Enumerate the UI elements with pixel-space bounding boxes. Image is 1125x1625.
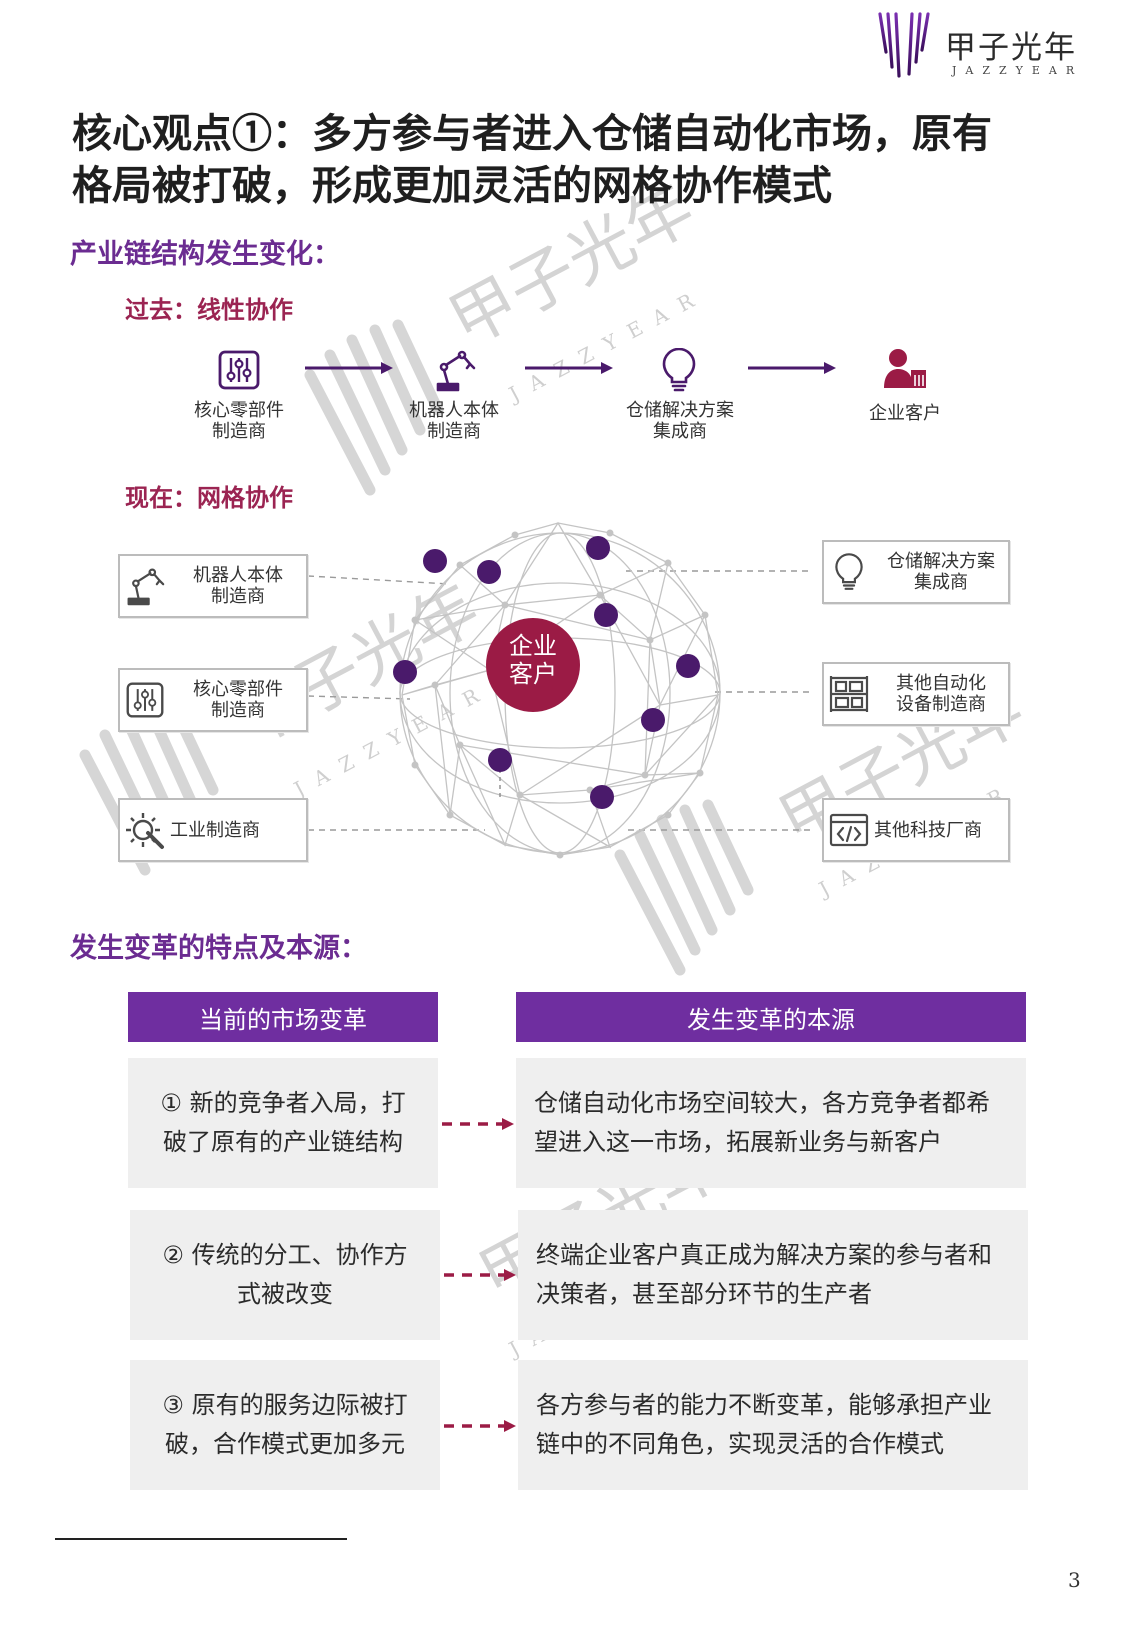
control-panel-icon xyxy=(126,682,164,718)
flow-arrow xyxy=(305,362,393,374)
lightbulb-icon xyxy=(835,553,863,590)
robot-arm-icon xyxy=(127,568,165,606)
network-node xyxy=(488,748,512,772)
code-icon xyxy=(829,813,869,847)
lightbulb-icon xyxy=(662,348,696,392)
page-title-line-1: 核心观点①：多方参与者进入仓储自动化市场，原有 xyxy=(72,110,992,157)
connector-line xyxy=(307,695,411,700)
flow-step-label: 核心零部件制造商 xyxy=(194,400,284,442)
connector-line xyxy=(307,575,451,585)
flow-step-label: 机器人本体制造商 xyxy=(409,400,499,442)
logo-text: 甲子光年 xyxy=(945,30,1077,66)
table-header-change-origin: 发生变革的本源 xyxy=(516,992,1026,1042)
network-node xyxy=(586,536,610,560)
page-title-line-2: 格局被打破，形成更加灵活的网格协作模式 xyxy=(72,162,832,209)
node-box-core-parts: 核心零部件制造商 xyxy=(118,668,308,732)
center-node-enterprise xyxy=(486,618,580,712)
network-nodes xyxy=(393,536,700,809)
network-node xyxy=(423,549,447,573)
watermark-stripes xyxy=(614,799,754,976)
shelving-icon xyxy=(829,676,869,712)
table-row-1-change: ① 新的竞争者入局，打破了原有的产业链结构 xyxy=(128,1058,438,1188)
table-row-3-change: ③ 原有的服务边际被打破，合作模式更加多元 xyxy=(130,1360,440,1490)
node-box-robot-body: 机器人本体制造商 xyxy=(118,554,308,618)
flow-step-label: 企业客户 xyxy=(869,403,941,424)
dashed-arrow xyxy=(444,1269,516,1281)
network-diagram xyxy=(307,521,810,859)
control-panel-icon xyxy=(218,350,260,390)
network-node xyxy=(594,603,618,627)
page-title: 核心观点①：多方参与者进入仓储自动化市场，原有 格局被打破，形成更加灵活的网格协… xyxy=(72,108,1072,212)
enterprise-user-icon xyxy=(884,349,926,388)
logo-subtext: JAZZYEAR xyxy=(952,64,1084,77)
dashed-arrow xyxy=(444,1420,516,1432)
table-row-2-change: ② 传统的分工、协作方式被改变 xyxy=(130,1210,440,1340)
table-row-3-origin: 各方参与者的能力不断变革，能够承担产业链中的不同角色，实现灵活的合作模式 xyxy=(518,1360,1028,1490)
section-heading-industry-chain: 产业链结构发生变化： xyxy=(70,239,340,270)
table-row-1-origin: 仓储自动化市场空间较大，各方竞争者都希望进入这一市场，拓展新业务与新客户 xyxy=(516,1058,1026,1188)
past-collaboration-label: 过去：线性协作 xyxy=(125,295,293,324)
robot-arm-icon xyxy=(436,350,476,392)
center-node-label: 企业客户 xyxy=(509,632,557,688)
node-box-other-automation: 其他自动化设备制造商 xyxy=(822,662,1010,726)
logo xyxy=(876,12,932,98)
node-box-integrator: 仓储解决方案集成商 xyxy=(822,540,1010,604)
dashed-arrow xyxy=(442,1118,514,1130)
network-node xyxy=(590,785,614,809)
flow-arrow xyxy=(525,362,613,374)
network-node xyxy=(641,708,665,732)
section-heading-characteristics: 发生变革的特点及本源： xyxy=(70,933,367,964)
watermark-stripes xyxy=(304,319,444,496)
connector-lines xyxy=(307,570,810,831)
network-node xyxy=(676,654,700,678)
flow-arrow xyxy=(748,362,836,374)
table-row-2-origin: 终端企业客户真正成为解决方案的参与者和决策者，甚至部分环节的生产者 xyxy=(518,1210,1028,1340)
gear-wrench-icon xyxy=(126,813,164,849)
page-number: 3 xyxy=(1068,1568,1081,1592)
node-box-industrial-manufacturer: 工业制造商 xyxy=(118,798,308,862)
footnote-divider xyxy=(55,1538,347,1540)
network-node xyxy=(393,660,417,684)
flow-step-label: 仓储解决方案集成商 xyxy=(626,400,734,442)
network-node xyxy=(477,560,501,584)
table-header-market-change: 当前的市场变革 xyxy=(128,992,438,1042)
now-collaboration-label: 现在：网格协作 xyxy=(125,483,293,512)
logo-mark-icon xyxy=(878,12,930,94)
node-box-other-tech: 其他科技厂商 xyxy=(822,798,1010,862)
